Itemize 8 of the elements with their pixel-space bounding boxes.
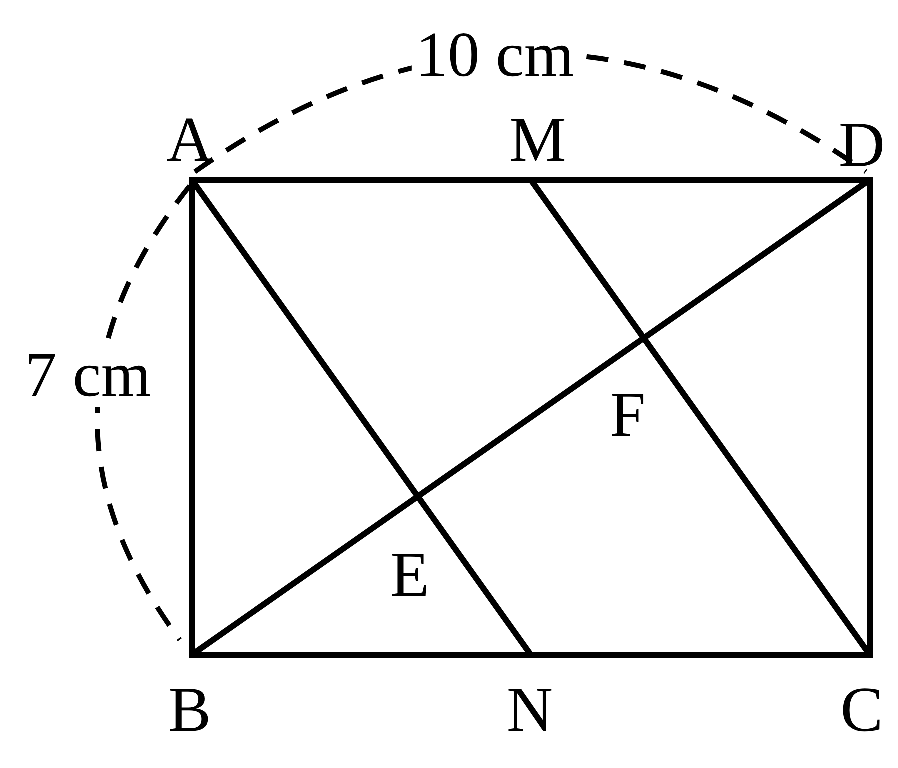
point-label: C	[840, 678, 884, 742]
point-label: E	[390, 543, 430, 607]
point-label: M	[510, 108, 566, 172]
point-label: F	[610, 383, 646, 447]
point-label: B	[168, 678, 212, 742]
point-label: D	[838, 113, 886, 177]
point-label: N	[506, 678, 554, 742]
point-label: A	[166, 108, 214, 172]
